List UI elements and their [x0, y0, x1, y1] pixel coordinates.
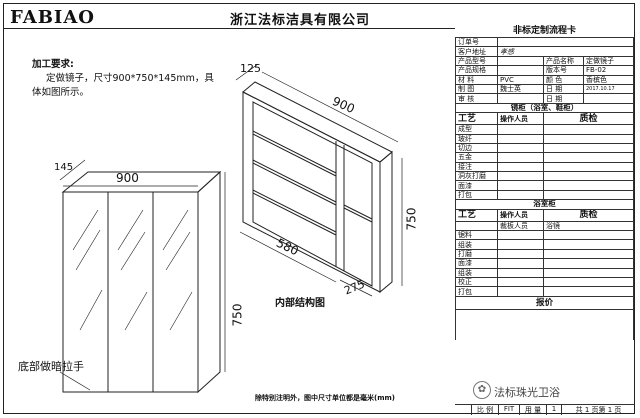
- version-value: FB-02: [582, 65, 635, 76]
- model-label: 产品型号: [455, 55, 498, 67]
- name-label: 产品名称: [543, 55, 584, 67]
- bath-mirror-label: 浴镜: [542, 220, 635, 232]
- requirements-text: 加工要求: 定做镜子，尺寸900*750*145mm，具 体如图所示。: [32, 58, 242, 100]
- date-value: 2017.10.17: [582, 83, 635, 95]
- handle-note: 底部做暗拉手: [18, 360, 84, 373]
- client-label: 客户地址: [455, 46, 498, 57]
- card-footer: 比 例 FIT 用 量 1 共 1 页第 1 页: [455, 404, 635, 415]
- maker-value: 魏士英: [497, 83, 544, 95]
- list-item: 切边: [455, 142, 498, 154]
- section-bath-cabinet: 浴室柜: [454, 199, 635, 210]
- list-item: 校正: [455, 276, 498, 288]
- cabinet-top: [61, 171, 222, 193]
- units-note: 除特别注明外，图中尺寸单位都是毫米(mm): [255, 394, 395, 402]
- wechat-icon: ✿: [473, 381, 491, 399]
- order-label: 订单号: [455, 36, 498, 48]
- drawing-frame: [3, 3, 635, 414]
- dim-inner-depth: 125: [240, 62, 261, 75]
- operator-label: 操作人员: [497, 112, 544, 126]
- list-item: 锯料: [455, 230, 498, 241]
- dim-front-depth: 145: [54, 162, 74, 173]
- list-item: 打包: [455, 189, 498, 201]
- color-value: 香槟色: [582, 74, 635, 85]
- inner-side: [379, 150, 393, 294]
- requirements-line2: 体如图所示。: [32, 87, 90, 98]
- list-item: 打包: [455, 286, 498, 297]
- qc-label-2: 质检: [542, 208, 635, 222]
- dim-inner-height: 750: [404, 207, 419, 231]
- usage-value: 1: [547, 405, 562, 415]
- review-label: 审 核: [455, 93, 498, 104]
- qc-label: 质检: [542, 112, 635, 126]
- list-item: 洞灰打磨: [455, 171, 498, 182]
- list-item: 组装: [455, 267, 498, 279]
- usage-label: 用 量: [520, 405, 547, 415]
- company-name: 浙江法标洁具有限公司: [230, 13, 371, 28]
- spec-label: 产品规格: [455, 65, 498, 76]
- watermark-text: 法标珠光卫浴: [494, 386, 560, 399]
- inner-caption: 内部结构图: [275, 298, 325, 309]
- cutter-label: 裁板人员: [497, 220, 544, 232]
- material-value: PVC: [497, 74, 544, 85]
- requirements-title: 加工要求:: [32, 59, 74, 70]
- scale-value: FIT: [499, 405, 520, 415]
- list-item: 组装: [455, 239, 498, 250]
- operator-label-2: 操作人员: [497, 208, 544, 222]
- page-indicator: 共 1 页第 1 页: [575, 406, 622, 414]
- material-label: 材 料: [455, 74, 498, 85]
- requirements-line1: 定做镜子，尺寸900*750*145mm，具: [46, 73, 214, 84]
- date2-label: 日 期: [543, 93, 584, 104]
- list-item: 成型: [455, 124, 498, 135]
- section-mirror-cabinet: 镜柜（浴室、鞋柜）: [454, 102, 635, 114]
- inner-top: [242, 81, 393, 163]
- order-value: [496, 36, 635, 48]
- scale-label: 比 例: [472, 405, 499, 415]
- list-item: 接注: [455, 161, 498, 173]
- dim-front-height: 750: [230, 303, 245, 327]
- list-item: 打磨: [455, 248, 498, 260]
- client-value: 孝感: [496, 46, 635, 57]
- dim-front-width: 900: [116, 171, 139, 185]
- process-label-2: 工艺: [455, 208, 498, 222]
- date-label: 日 期: [543, 83, 584, 95]
- list-item: 面漆: [455, 180, 498, 191]
- list-item: 面漆: [455, 258, 498, 269]
- process-label: 工艺: [455, 112, 498, 126]
- version-label: 版本号: [543, 65, 584, 76]
- color-label: 颜 色: [543, 74, 584, 85]
- list-item: 玻纤: [455, 133, 498, 144]
- list-item: 五金: [455, 152, 498, 163]
- card-title: 非标定制流程卡: [455, 24, 634, 38]
- cabinet-side: [197, 170, 221, 394]
- company-logo: FABIAO: [10, 7, 95, 28]
- quote-label: 报价: [454, 295, 635, 310]
- maker-label: 制 图: [455, 83, 498, 95]
- header-divider: [3, 28, 455, 29]
- name-value: 定做镜子: [582, 55, 635, 67]
